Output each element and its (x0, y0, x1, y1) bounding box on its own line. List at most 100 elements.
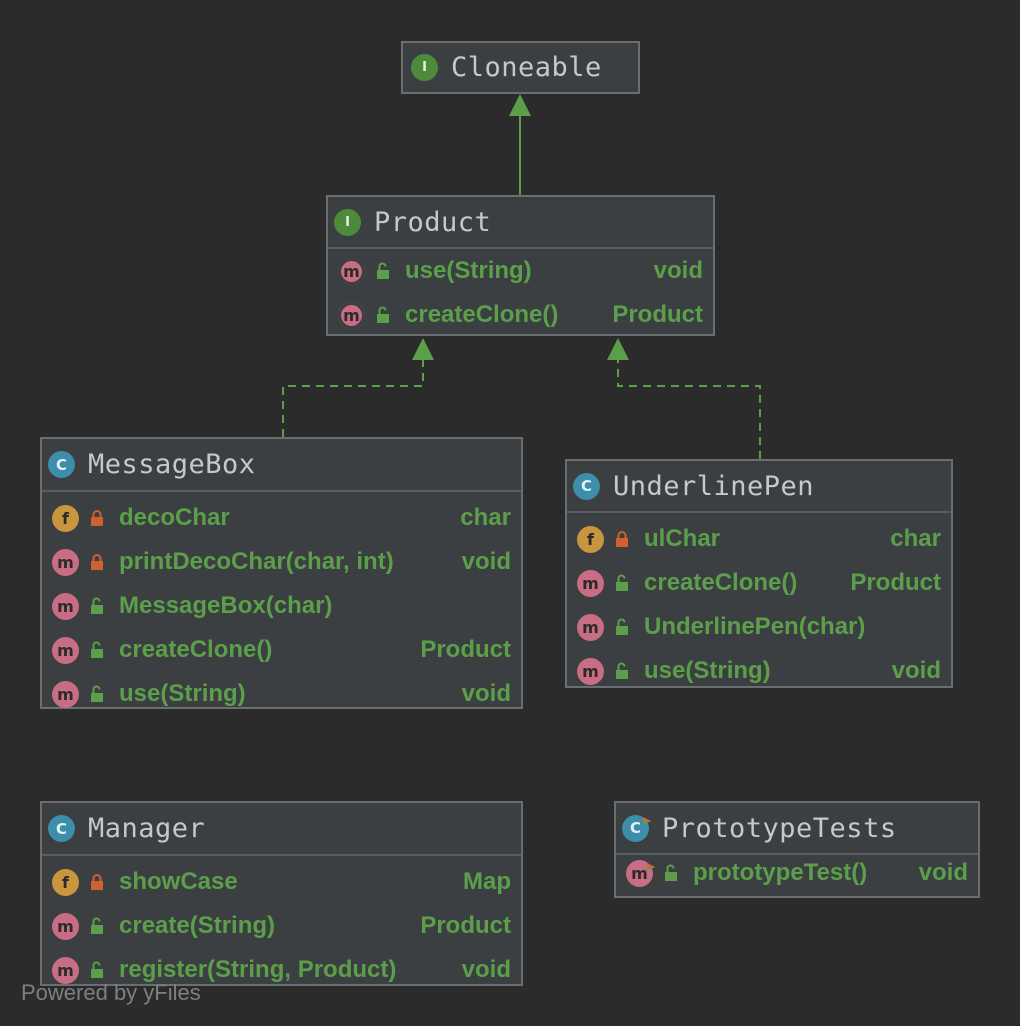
class-icon: C (622, 812, 652, 842)
public-lock-icon (614, 574, 630, 592)
abstract-method-icon: m (338, 301, 365, 329)
node-header: C PrototypeTests (616, 803, 978, 855)
member-type: void (461, 680, 511, 707)
public-lock-icon (89, 961, 105, 979)
node-header: I Cloneable (403, 43, 638, 92)
private-lock-icon (614, 530, 630, 548)
interface-icon: I (334, 208, 361, 236)
method-icon: m (577, 569, 604, 597)
member-name: createClone() (644, 569, 798, 596)
member-name: printDecoChar(char, int) (119, 548, 394, 575)
field-icon: f (577, 525, 604, 553)
private-lock-icon (89, 873, 105, 891)
node-title: PrototypeTests (662, 812, 897, 844)
private-lock-icon (89, 509, 105, 527)
method-row[interactable]: m register(String, Product) void (42, 948, 521, 992)
public-lock-icon (89, 685, 105, 703)
member-type: Product (850, 569, 941, 596)
member-name: createClone() (405, 301, 559, 328)
member-type: char (890, 525, 941, 552)
member-name: UnderlinePen(char) (644, 613, 866, 640)
method-icon: m (52, 592, 79, 620)
field-row[interactable]: f showCase Map (42, 860, 521, 904)
member-type: void (461, 548, 511, 575)
node-title: Product (374, 206, 492, 238)
method-row[interactable]: m printDecoChar(char, int) void (42, 540, 521, 584)
member-name: create(String) (119, 912, 276, 939)
public-lock-icon (614, 662, 630, 680)
method-icon: m (52, 912, 79, 940)
member-name: use(String) (405, 257, 532, 284)
test-marker-icon (646, 857, 656, 871)
field-icon: f (52, 868, 79, 896)
node-header: C UnderlinePen (567, 461, 951, 513)
yfiles-watermark: Powered by yFiles (21, 980, 201, 1005)
member-list: m prototypeTest() void (616, 855, 978, 891)
member-name: MessageBox(char) (119, 592, 333, 619)
edge-underlinepen-implements-product (617, 360, 761, 459)
private-lock-icon (89, 553, 105, 571)
node-header: I Product (328, 197, 713, 249)
method-icon: m (577, 657, 604, 685)
method-row[interactable]: m UnderlinePen(char) (567, 605, 951, 649)
method-icon: m (52, 956, 79, 984)
member-type: Product (420, 636, 511, 663)
public-lock-icon (89, 917, 105, 935)
member-type: Map (463, 868, 511, 895)
class-icon: C (573, 472, 600, 500)
node-title: MessageBox (88, 449, 256, 480)
member-type: void (891, 657, 941, 684)
member-name: decoChar (119, 504, 230, 531)
method-row[interactable]: m createClone() Product (567, 561, 951, 605)
member-name: use(String) (644, 657, 771, 684)
method-icon: m (52, 680, 79, 708)
public-lock-icon (614, 618, 630, 636)
method-row[interactable]: m use(String) void (328, 249, 713, 293)
member-name: register(String, Product) (119, 956, 397, 983)
public-lock-icon (375, 306, 391, 324)
member-name: createClone() (119, 636, 273, 663)
interface-cloneable[interactable]: I Cloneable (401, 41, 640, 94)
member-type: void (461, 956, 511, 983)
node-header: C MessageBox (42, 439, 521, 492)
node-title: Manager (88, 813, 206, 844)
method-row[interactable]: m createClone() Product (328, 293, 713, 337)
class-icon: C (48, 815, 75, 842)
member-type: void (653, 257, 703, 284)
member-name: prototypeTest() (693, 859, 868, 886)
public-lock-icon (89, 641, 105, 659)
public-lock-icon (89, 597, 105, 615)
member-name: showCase (119, 868, 238, 895)
method-row[interactable]: m prototypeTest() void (616, 855, 978, 891)
interface-icon: I (411, 54, 438, 81)
test-marker-icon (642, 812, 652, 825)
method-row[interactable]: m MessageBox(char) (42, 584, 521, 628)
public-lock-icon (375, 262, 391, 280)
method-row[interactable]: m use(String) void (567, 649, 951, 693)
node-title: Cloneable (451, 52, 602, 83)
method-icon: m (52, 548, 79, 576)
member-type: void (918, 859, 968, 886)
edge-messagebox-implements-product (282, 360, 424, 437)
method-icon: m (577, 613, 604, 641)
member-type: Product (612, 301, 703, 328)
member-type: char (460, 504, 511, 531)
abstract-method-icon: m (338, 257, 365, 285)
node-title: UnderlinePen (613, 470, 815, 502)
method-icon: m (626, 857, 656, 887)
class-icon: C (48, 451, 75, 478)
node-header: C Manager (42, 803, 521, 856)
interface-product[interactable]: I Product m use(String) void m createClone() Pr… (326, 195, 715, 336)
